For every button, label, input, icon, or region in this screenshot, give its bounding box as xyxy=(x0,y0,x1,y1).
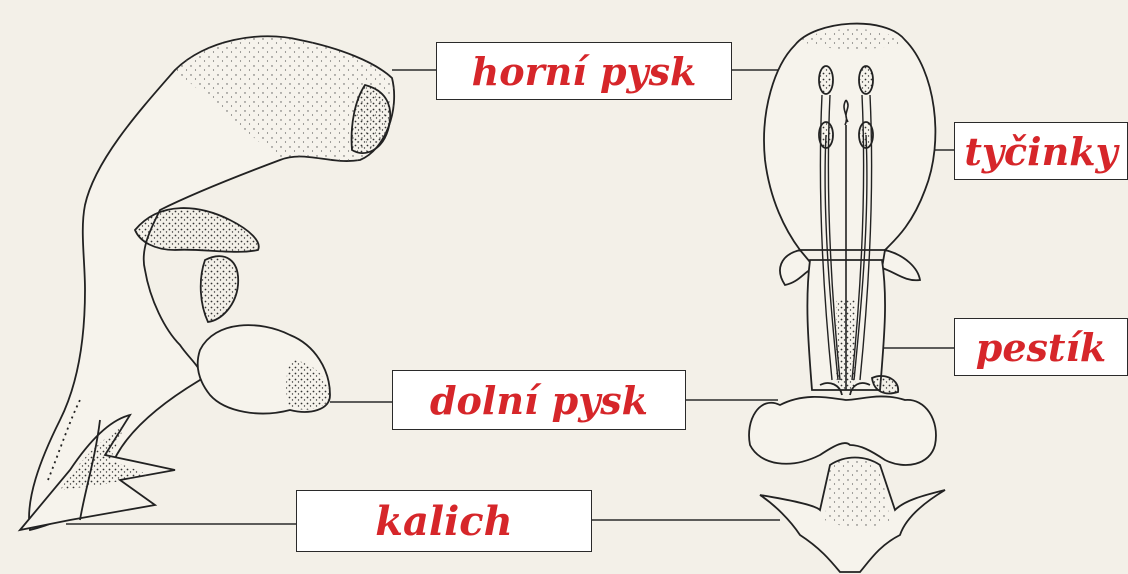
label-dolni-pysk: dolní pysk xyxy=(392,370,686,430)
front-lower-lip xyxy=(749,396,936,465)
front-right-lobe xyxy=(882,250,920,280)
side-view-flower xyxy=(20,36,394,530)
label-pestik: pestík xyxy=(954,318,1128,376)
label-tycinky: tyčinky xyxy=(954,122,1128,180)
side-throat xyxy=(135,208,259,252)
label-horni-pysk: horní pysk xyxy=(436,42,732,100)
front-upper-lip xyxy=(764,24,935,250)
side-middle-lobe xyxy=(201,256,238,322)
label-kalich: kalich xyxy=(296,490,592,552)
front-view-flower xyxy=(749,24,945,572)
